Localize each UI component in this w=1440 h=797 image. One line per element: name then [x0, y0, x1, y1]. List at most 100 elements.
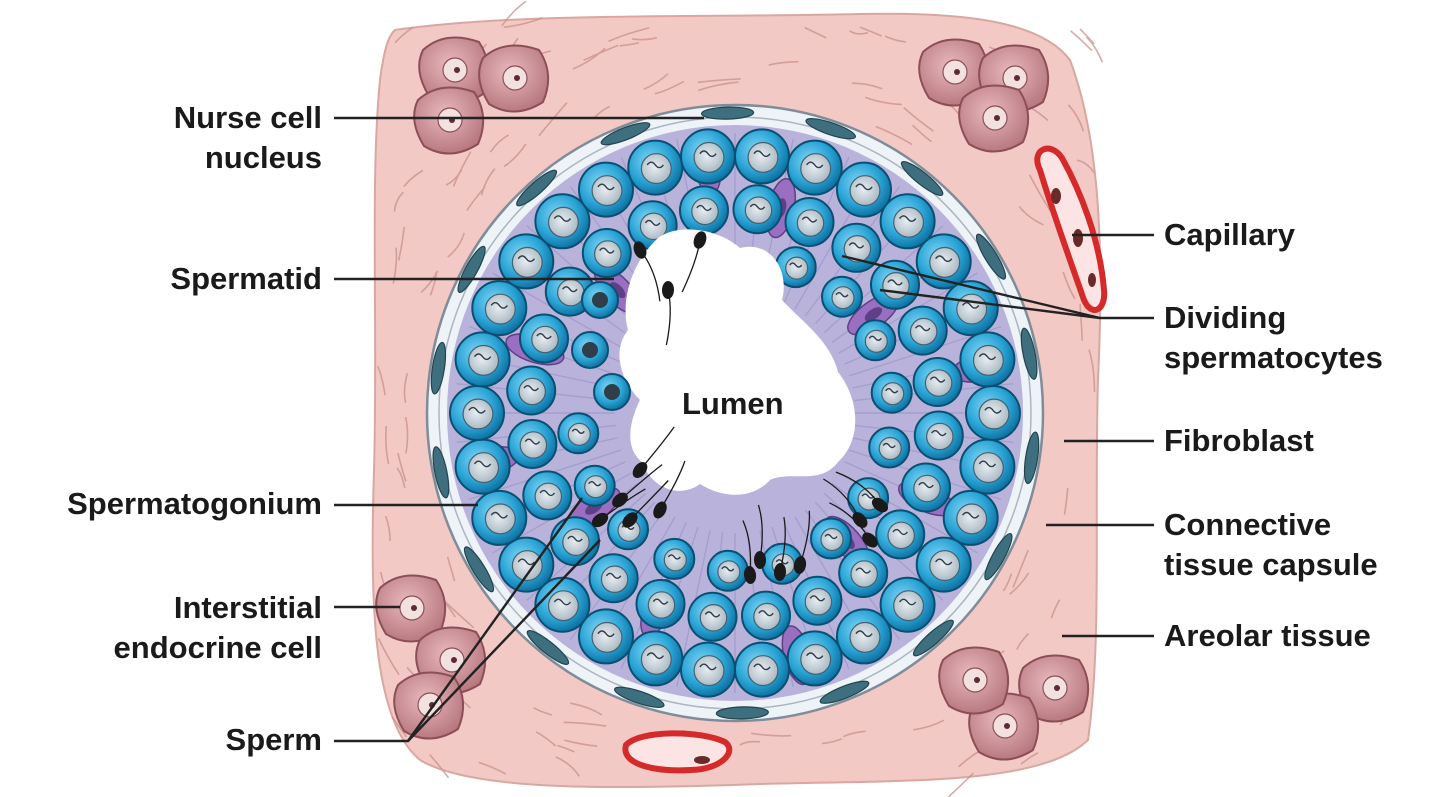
- sperm-head: [622, 512, 638, 528]
- fiber: [385, 425, 390, 465]
- sperm-head: [862, 532, 878, 548]
- fiber: [1009, 572, 1030, 595]
- cell-nucleus: [693, 141, 725, 173]
- label-fibroblast: Fibroblast: [1164, 421, 1314, 461]
- fiber: [643, 73, 669, 90]
- fiber: [503, 16, 543, 29]
- leader-dividing-2: [879, 288, 1101, 320]
- sperm-head: [653, 501, 667, 519]
- chromatin: [914, 325, 931, 332]
- capillary-vessel-bottom: [622, 730, 733, 774]
- label-sperm: Sperm: [140, 720, 322, 760]
- interstitial-nucleolus: [411, 605, 417, 611]
- cell-nucleus: [511, 246, 543, 278]
- capillary-blood-cells: [694, 188, 1096, 764]
- fibroblast: [457, 245, 486, 294]
- label-line: Spermatogonium: [67, 486, 322, 521]
- interstitial-nucleolus: [514, 75, 520, 81]
- cell-nucleus: [747, 141, 779, 173]
- spermatogenic-cells: [449, 128, 1021, 698]
- fiber: [913, 719, 945, 731]
- cell-nucleus: [887, 521, 915, 550]
- fiber: [804, 26, 827, 39]
- cell-nucleus: [893, 590, 925, 622]
- cell-nucleus: [693, 655, 725, 687]
- fiber: [583, 44, 619, 62]
- fiber: [608, 27, 650, 43]
- fiber: [377, 638, 400, 676]
- chromatin: [861, 493, 875, 499]
- cell-nucleus: [519, 431, 548, 459]
- fiber: [480, 168, 496, 196]
- cell-nucleus: [804, 587, 833, 616]
- fibroblast: [805, 118, 857, 140]
- cell-nucleus: [913, 474, 941, 503]
- chromatin: [699, 663, 717, 671]
- chromatin: [490, 511, 508, 519]
- cell-nucleus: [800, 643, 832, 675]
- cell-nucleus: [468, 344, 500, 376]
- cell-nucleus: [820, 527, 844, 552]
- interstitial-nucleolus: [454, 67, 460, 73]
- chromatin: [644, 219, 661, 226]
- fibroblast: [819, 680, 870, 704]
- fiber: [697, 78, 741, 84]
- label-line: Interstitial: [173, 590, 322, 625]
- cell-nucleus: [929, 246, 961, 278]
- cell-nucleus: [534, 482, 563, 511]
- chromatin: [753, 150, 771, 158]
- cell-nucleus: [881, 382, 905, 406]
- chromatin: [809, 595, 826, 602]
- label-line: Nurse cell: [173, 100, 322, 135]
- label-line: Areolar tissue: [1164, 618, 1371, 653]
- chromatin: [523, 385, 539, 392]
- label-capillary: Capillary: [1164, 215, 1295, 255]
- fiber: [403, 372, 409, 403]
- cell-nucleus: [562, 528, 590, 556]
- label-nurse-cell-nucleus: Nurse cell nucleus: [120, 98, 322, 178]
- fibroblast: [1023, 431, 1040, 485]
- fibroblast: [430, 341, 447, 395]
- fiber: [843, 730, 866, 738]
- chromatin: [490, 302, 508, 309]
- fiber: [1002, 573, 1013, 592]
- chromatin: [599, 247, 615, 254]
- fiber: [821, 737, 843, 745]
- chromatin: [887, 279, 903, 286]
- spermatid-nucleus: [592, 292, 608, 308]
- cell-nucleus: [909, 317, 938, 346]
- cell-nucleus: [956, 503, 988, 535]
- chromatin: [918, 482, 934, 489]
- fiber: [489, 134, 510, 153]
- fiber: [1063, 487, 1069, 515]
- chromatin: [978, 460, 997, 468]
- label-connective-tissue-capsule: Connective tissue capsule: [1164, 505, 1378, 585]
- label-lumen: Lumen: [682, 386, 784, 421]
- sperm-head: [591, 512, 609, 528]
- interstitial-nucleolus: [1054, 685, 1060, 691]
- interstitial-nucleolus: [1004, 723, 1010, 729]
- fiber: [555, 756, 580, 777]
- cell-nucleus: [747, 655, 779, 687]
- sperm-head: [661, 281, 675, 299]
- leader-lines: [334, 116, 1154, 743]
- fiber: [501, 0, 527, 27]
- fiber: [739, 740, 760, 746]
- fiber: [768, 60, 799, 66]
- fiber: [1050, 599, 1061, 619]
- cell-nucleus: [647, 591, 676, 619]
- cell-nucleus: [511, 550, 543, 582]
- cell-nucleus: [744, 196, 773, 224]
- fiber: [912, 124, 932, 143]
- cell-nucleus: [796, 209, 825, 237]
- cell-nucleus: [639, 212, 668, 241]
- fiber: [397, 226, 405, 261]
- chromatin: [984, 406, 1002, 414]
- cell-nucleus: [831, 286, 855, 310]
- fiber: [533, 707, 553, 716]
- chromatin: [855, 567, 871, 574]
- fibroblast: [701, 106, 755, 120]
- cell-nucleus: [850, 560, 878, 588]
- fiber: [478, 761, 507, 775]
